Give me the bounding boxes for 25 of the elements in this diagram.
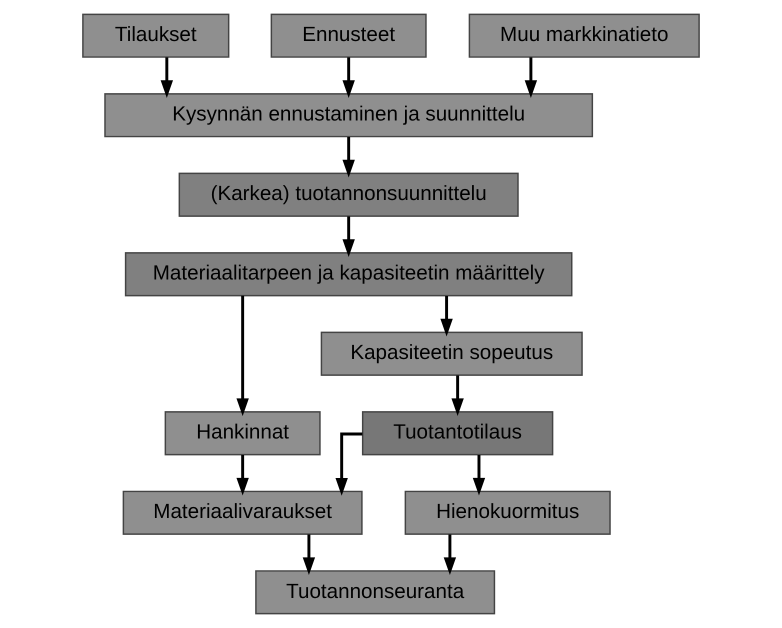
node-box: Materiaalitarpeen ja kapasiteetin määrittely: [124, 252, 572, 296]
arrow: [342, 136, 355, 178]
node-box: Hienokuormitus: [404, 490, 611, 535]
arrow: [302, 534, 316, 576]
arrow: [451, 376, 464, 416]
arrow: [472, 455, 486, 496]
node-box: Kysynnän ennustaminen ja suunnittelu: [104, 93, 594, 138]
arrow: [444, 534, 456, 576]
node-box: Kapasiteetin sopeutus: [320, 332, 583, 376]
arrow: [236, 296, 249, 416]
arrow: [335, 432, 362, 496]
node-box: Muu markkinatieto: [468, 14, 700, 58]
arrow: [236, 455, 249, 496]
node-box: Hankinnat: [164, 411, 321, 456]
node-box: Ennusteet: [270, 14, 427, 58]
node-box: (Karkea) tuotannonsuunnittelu: [178, 172, 519, 217]
arrow: [160, 57, 174, 98]
arrow: [342, 57, 355, 98]
node-box: Tuotannonseuranta: [255, 570, 496, 614]
node-box: Materiaalivaraukset: [122, 490, 363, 535]
node-box: Tuotantotilaus: [362, 411, 554, 456]
arrow: [440, 296, 453, 336]
node-box: Tilaukset: [82, 14, 230, 58]
arrow: [342, 216, 355, 257]
arrow: [524, 57, 538, 98]
